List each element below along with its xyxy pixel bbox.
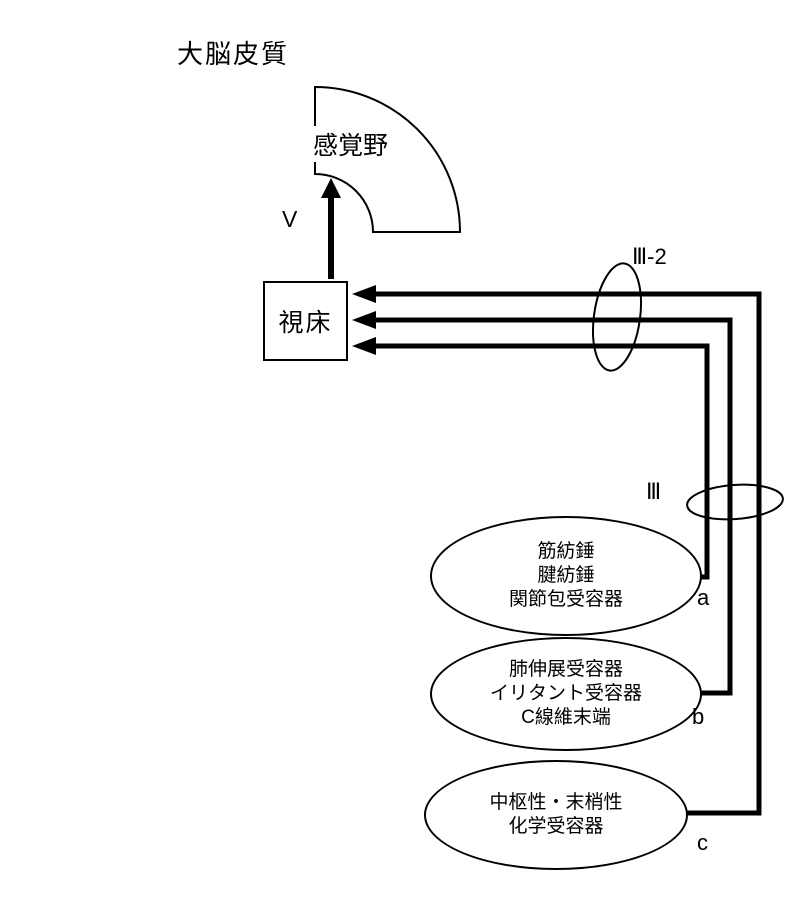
receptor-b-line-3: C線維末端 <box>521 706 611 728</box>
pathway-c-line <box>376 291 762 816</box>
thalamus-box: 視床 <box>263 281 348 361</box>
receptor-b-line-1: 肺伸展受容器 <box>508 659 623 681</box>
receptor-ellipse-b: 肺伸展受容器 イリタント受容器 C線維末端 <box>430 637 702 751</box>
receptor-c-line-1: 中枢性・末梢性 <box>489 792 623 814</box>
pathway-b-line <box>376 317 733 696</box>
pathway-v-arrowhead <box>321 178 341 198</box>
pathway-c-arrowhead <box>352 285 376 303</box>
receptor-c-line-2: 化学受容器 <box>508 816 604 837</box>
receptor-b-line-2: イリタント受容器 <box>489 683 642 705</box>
receptor-a-line-1: 筋紡錘 <box>537 541 595 563</box>
receptor-b-tag: b <box>692 704 705 729</box>
receptor-c-tag: c <box>697 830 708 855</box>
pathway-v-label: V <box>282 206 298 232</box>
thalamus-label: 視床 <box>278 309 333 337</box>
receptor-ellipse-c: 中枢性・末梢性 化学受容器 <box>424 760 688 870</box>
cerebral-cortex-title: 大脳皮質 <box>177 39 290 69</box>
fiber-label-iii2: Ⅲ-2 <box>632 244 667 269</box>
pathway-a-arrowhead <box>352 337 376 355</box>
receptor-a-tag: a <box>697 585 710 610</box>
receptor-a-line-2: 腱紡錘 <box>537 565 595 587</box>
fiber-loop-iii <box>686 483 784 521</box>
receptor-a-line-3: 関節包受容器 <box>508 588 623 610</box>
sensory-area-label: 感覚野 <box>311 126 391 162</box>
receptor-ellipse-a: 筋紡錘 腱紡錘 関節包受容器 <box>430 516 702 636</box>
fiber-label-iii: Ⅲ <box>646 479 662 504</box>
pathway-b-arrowhead <box>352 311 376 329</box>
pathway-a-line <box>376 343 710 580</box>
fiber-loop-iii2 <box>592 262 642 372</box>
